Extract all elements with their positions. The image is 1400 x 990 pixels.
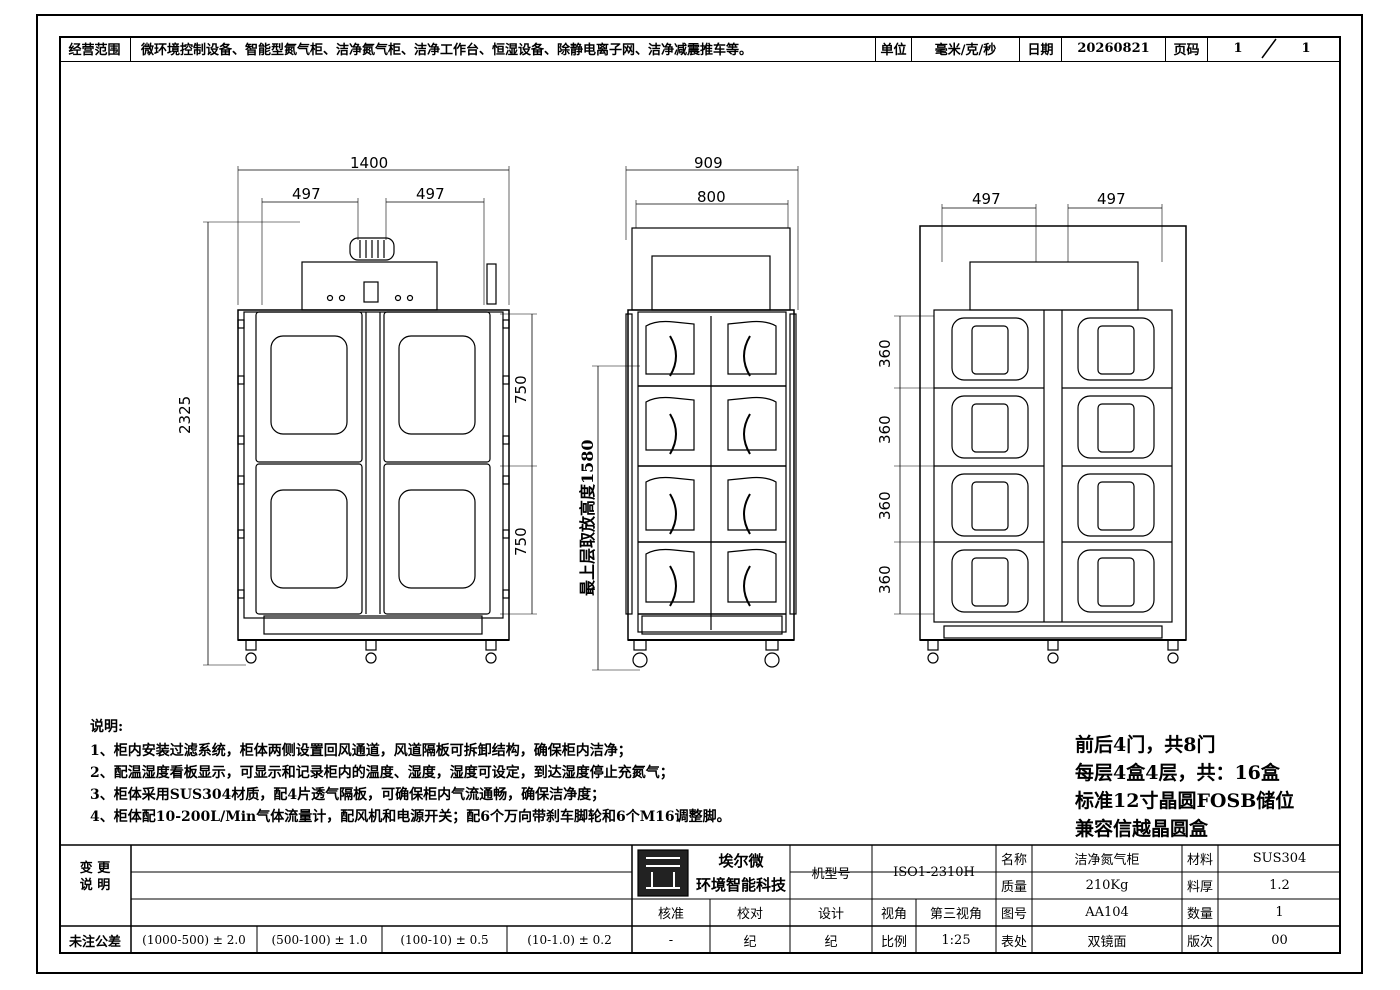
drawing-no-label: 图号 [1000,907,1027,922]
design-value: 纪 [824,934,838,950]
tolerance-4: (10-1.0) ± 0.2 [527,933,612,947]
tolerance-label: 未注公差 [68,934,121,950]
version-value: 00 [1271,932,1288,948]
title-block-grid [59,844,1341,954]
rear-view [894,204,1187,664]
scope-label: 经营范围 [59,36,131,61]
drawing-no-value: AA104 [1085,905,1129,920]
note-item-4: 4、柜体配10-200L/Min气体流量计，配风机和电源开关；配6个万向带刹车脚… [90,809,731,825]
dim-rear-right: 497 [1097,190,1126,208]
drawing-frame [59,36,1341,954]
note-item-1: 1、柜内安装过滤系统，柜体两侧设置回风通道，风道隔板可拆卸结构，确保柜内洁净； [90,743,632,759]
highlight-compat: 兼容信越晶圆盒 [1075,818,1209,840]
dim-front-lower-door: 750 [512,527,530,556]
page-current: 1 [1233,41,1243,56]
highlight-capacity: 每层4盒4层，共：16盒 [1075,762,1280,784]
dim-rear-left: 497 [972,190,1001,208]
qty-value: 1 [1275,905,1284,920]
dim-front-right-door: 497 [416,185,445,203]
page-label: 页码 [1166,36,1208,61]
unit-value: 毫米/克/秒 [912,36,1020,61]
material-label: 材料 [1186,853,1213,868]
tolerance-1: (1000-500) ± 2.0 [142,933,246,947]
material-value: SUS304 [1252,851,1307,866]
approve-value: - [668,932,674,948]
side-view [592,166,799,671]
highlight-fosb: 标准12寸晶圆FOSB储位 [1075,790,1295,812]
header-row [59,36,1341,62]
tolerance-2: (500-100) ± 1.0 [271,933,368,947]
thickness-value: 1.2 [1269,878,1290,893]
dim-front-height: 2325 [176,395,194,434]
mass-value: 210Kg [1085,878,1129,893]
approve-label: 核准 [657,907,684,922]
qty-label: 数量 [1186,907,1213,922]
name-label: 名称 [1000,853,1027,868]
change-label: 变 更 说 明 [79,861,111,893]
notes-title: 说明: [90,719,124,735]
dim-side-inner: 800 [697,188,726,206]
dim-side-width: 909 [694,154,723,172]
company-line-2: 环境智能科技 [695,875,786,894]
highlight-doors: 前后4门，共8门 [1075,734,1216,756]
note-item-3: 3、柜体采用SUS304材质，配4片透气隔板，可确保柜内气流通畅，确保洁净度； [90,787,606,803]
drawing-sheet [36,14,1363,974]
model-label: 机型号 [811,866,851,882]
company-line-1: 埃尔微 [718,851,764,870]
scale-value: 1:25 [941,932,971,948]
dim-side-max-height: 最上层取放高度1580 [578,439,597,596]
check-label: 校对 [736,907,763,922]
page-total: 1 [1301,41,1311,56]
dim-front-upper-door: 750 [512,375,530,404]
dim-rear-layer-2: 360 [876,415,894,444]
thickness-label: 料厚 [1186,880,1213,895]
view-label: 视角 [880,907,907,922]
front-view [203,166,537,666]
model-value: ISO1-2310H [893,864,975,880]
unit-label: 单位 [876,36,912,61]
dim-rear-layer-4: 360 [876,565,894,594]
page-slash [1261,38,1277,59]
check-value: 纪 [743,934,757,950]
date-label: 日期 [1020,36,1062,61]
scale-label: 比例 [880,934,907,950]
tolerance-3: (100-10) ± 0.5 [400,933,489,947]
note-item-2: 2、配温湿度看板显示，可显示和记录柜内的温度、湿度，湿度可设定，到达湿度停止充氮… [90,765,674,781]
mass-label: 质量 [1000,880,1027,895]
name-value: 洁净氮气柜 [1074,853,1140,868]
dim-rear-layer-1: 360 [876,339,894,368]
company-logo [637,849,689,897]
surface-value: 双镜面 [1087,934,1127,950]
view-value: 第三视角 [929,907,982,922]
design-label: 设计 [817,907,844,922]
dim-front-left-door: 497 [292,185,321,203]
dim-front-width: 1400 [350,154,389,172]
date-value: 20260821 [1062,36,1166,61]
surface-label: 表处 [1000,934,1027,950]
scope-value: 微环境控制设备、智能型氮气柜、洁净氮气柜、洁净工作台、恒湿设备、除静电离子网、洁… [131,36,876,61]
dim-rear-layer-3: 360 [876,491,894,520]
version-label: 版次 [1186,934,1213,950]
